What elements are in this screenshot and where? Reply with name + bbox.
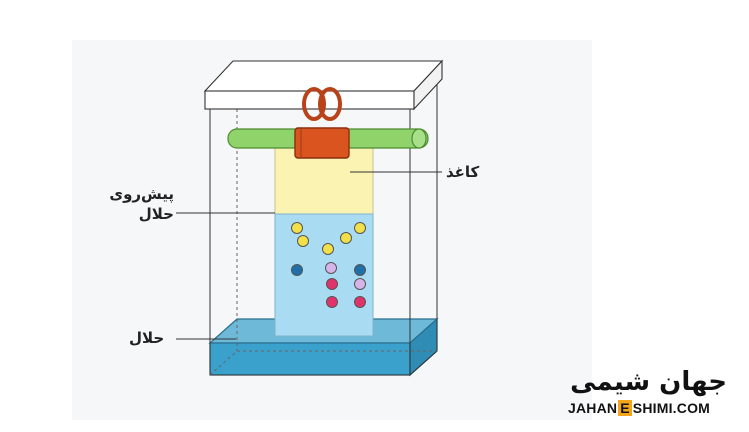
logo-highlight: E	[618, 400, 632, 416]
spot-yellow	[322, 243, 334, 255]
paper-dry-region	[274, 147, 374, 215]
spot-magenta	[354, 296, 366, 308]
spot-blue	[291, 264, 303, 276]
jar-outline	[209, 85, 438, 376]
spot-yellow	[297, 235, 309, 247]
spot-magenta	[326, 278, 338, 290]
spot-yellow	[354, 222, 366, 234]
label-solvent-front: پیش‌روی حلال	[106, 184, 174, 224]
label-solvent-front-line1: پیش‌روی	[109, 185, 174, 203]
label-solvent-front-line2: حلال	[138, 205, 174, 223]
logo-persian-text: جهان شیمی	[570, 367, 727, 397]
logo-suffix: SHIMI.COM	[632, 400, 711, 416]
jar-lid	[203, 59, 444, 111]
logo-prefix: JAHAN	[568, 400, 618, 416]
leader-lines	[176, 171, 442, 340]
paper-wet-region	[274, 213, 374, 337]
spot-yellow	[291, 222, 303, 234]
spot-magenta	[326, 296, 338, 308]
sample-spots	[291, 222, 366, 308]
spot-violet	[325, 262, 337, 274]
spot-blue	[354, 264, 366, 276]
solvent-bath-front	[209, 342, 411, 376]
label-solvent: حلال	[129, 329, 165, 347]
binder-clip	[294, 87, 350, 159]
spot-yellow	[340, 232, 352, 244]
label-paper: کاغذ	[446, 163, 480, 181]
spot-violet	[354, 278, 366, 290]
